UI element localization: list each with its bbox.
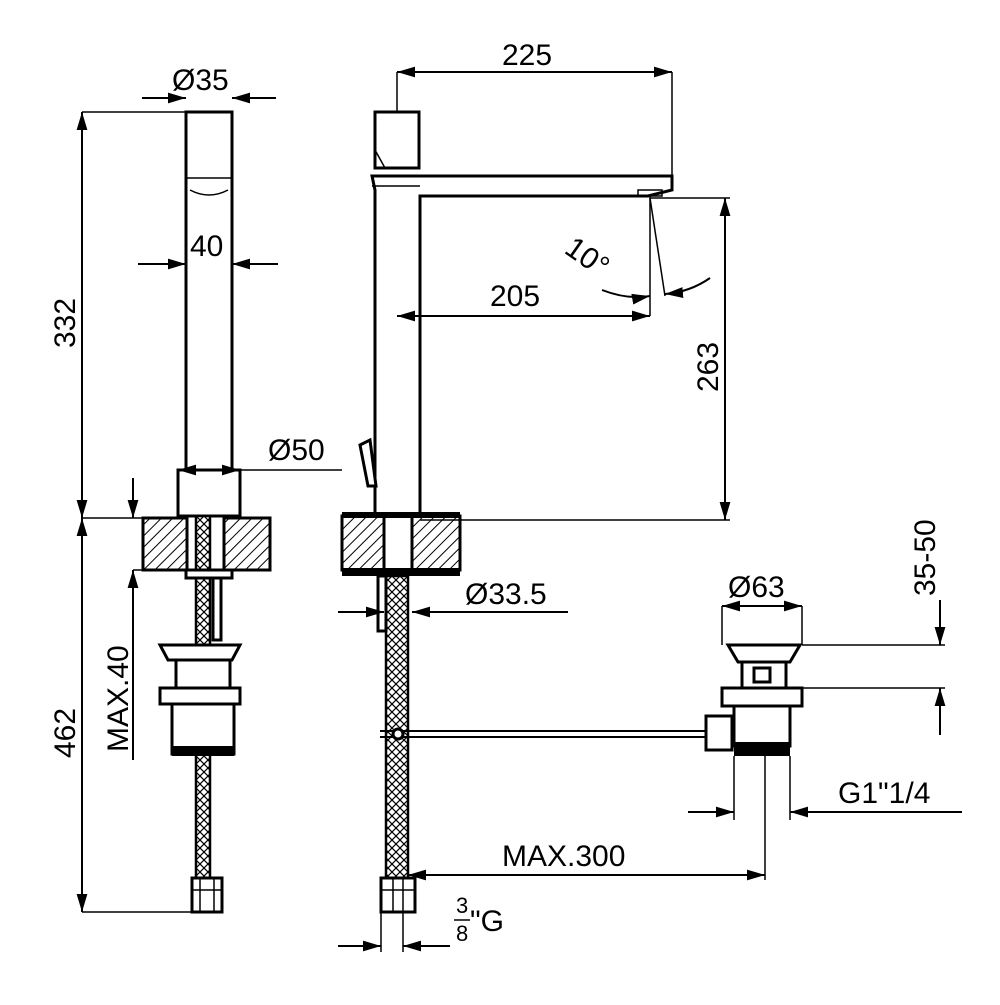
faucet-handle [373,110,421,170]
faucet-spout [370,174,674,518]
hose-thread-denominator: 8 [456,921,468,946]
dim-outlet-height: 263 [692,342,725,392]
dim-waste-thread: G1"1/4 [838,777,930,810]
dim-max-rod-length: MAX.300 [502,840,625,873]
front-waste-valve [704,643,804,756]
dim-waste-range: 35-50 [909,519,942,596]
front-view: 225 205 10° 263 Ø33.5 Ø63 35-50 [338,39,962,952]
dim-body-width: 40 [190,230,223,263]
dim-spray-angle: 10° [559,231,615,284]
side-rod [211,568,223,642]
lift-rod [380,727,712,741]
dim-spout-reach: 225 [502,39,552,72]
dim-base-diameter: Ø50 [268,434,325,467]
front-countertop-left [340,514,386,572]
side-countertop-right [222,516,272,572]
side-base [176,468,242,518]
dim-spout-diameter: Ø35 [172,64,229,97]
side-view: Ø35 40 332 Ø50 MAX.40 462 [49,64,342,914]
dim-mount-hole-diameter: Ø33.5 [465,578,547,611]
dim-height-above-deck: 332 [49,298,82,348]
dim-outlet-reach: 205 [490,280,540,313]
side-waste-valve [157,643,243,756]
dim-max-deck-thickness: MAX.40 [102,645,135,752]
dim-waste-diameter: Ø63 [728,571,785,604]
hose-thread-suffix: "G [470,905,504,938]
dim-height-below-deck: 462 [49,708,82,758]
hose-thread-numerator: 3 [456,893,468,918]
side-body [184,110,234,518]
front-countertop-right [410,514,462,572]
dim-hose-thread: 3 8 "G [454,893,504,946]
side-countertop-left [141,516,189,572]
